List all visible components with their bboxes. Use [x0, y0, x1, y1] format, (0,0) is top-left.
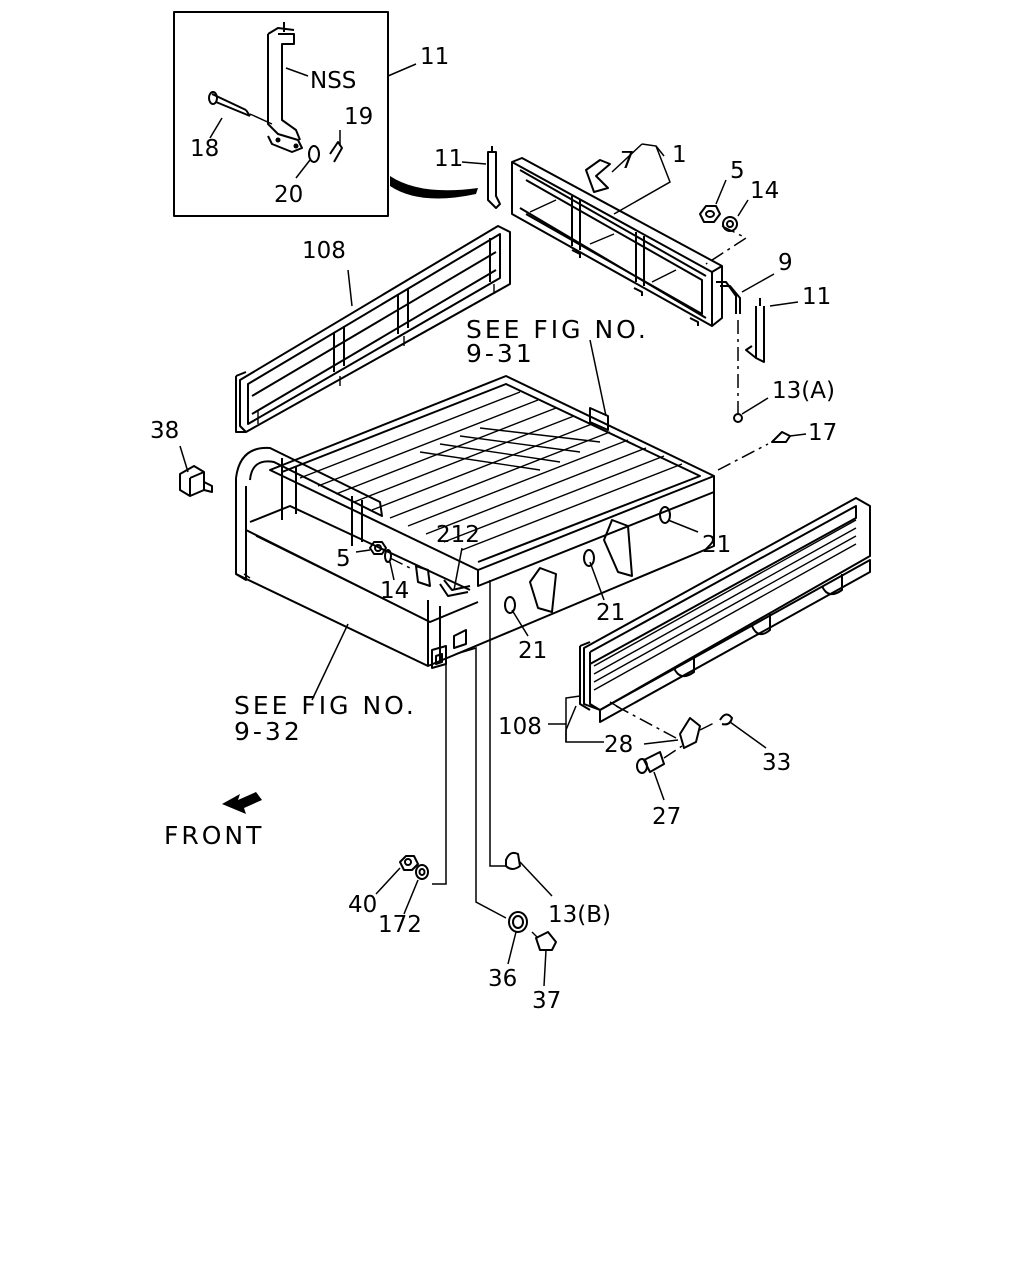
leader-lines: [179, 143, 807, 987]
callout-21-c: 21: [518, 638, 547, 664]
callout-38: 38: [150, 418, 179, 444]
callout-212: 212: [436, 522, 480, 548]
callout-108-top: 108: [302, 238, 346, 264]
callout-28: 28: [604, 732, 633, 758]
callout-nss: NSS: [310, 68, 356, 94]
callout-172: 172: [378, 912, 422, 938]
callout-13a: 13(A): [772, 378, 835, 404]
callout-7: 7: [620, 148, 635, 174]
callout-18: 18: [190, 136, 219, 162]
callout-5-top: 5: [730, 158, 745, 184]
callout-14-top: 14: [750, 178, 779, 204]
front-direction-arrow: [222, 792, 262, 814]
callout-36: 36: [488, 966, 517, 992]
callout-20: 20: [274, 182, 303, 208]
side-gate-right: [579, 497, 871, 723]
side-gate-top: [235, 225, 511, 433]
front-label: FRONT: [164, 821, 264, 850]
callout-40: 40: [348, 892, 377, 918]
callout-5-mid: 5: [336, 546, 351, 572]
gate-bracket-right: [733, 298, 765, 423]
deck-frame: [235, 375, 715, 669]
callout-37: 37: [532, 988, 561, 1014]
rubber-stopper: [771, 431, 791, 443]
callout-27: 27: [652, 804, 681, 830]
reference-fig-931-line1: SEE FIG NO.: [466, 315, 649, 344]
callout-21-a: 21: [702, 532, 731, 558]
callout-11-inset: 11: [420, 44, 449, 70]
bump-rubber: [179, 465, 213, 497]
callout-33: 33: [762, 750, 791, 776]
reference-fig-932-line1: SEE FIG NO.: [234, 691, 417, 720]
detail-pointer-arrow: [390, 176, 478, 199]
callout-19: 19: [344, 104, 373, 130]
callout-1: 1: [672, 142, 687, 168]
nut-and-washer-middle: [369, 541, 415, 571]
reference-fig-932-line2: 9-32: [234, 717, 303, 746]
callout-9: 9: [778, 250, 793, 276]
callout-17: 17: [808, 420, 837, 446]
lock-rod: [716, 281, 741, 314]
rear-gate: [511, 157, 723, 327]
reference-fig-931-line2: 9-31: [466, 339, 535, 368]
bushing-and-bolt: [508, 911, 557, 951]
nut-and-washer-top: [699, 205, 748, 265]
callout-14-mid: 14: [380, 578, 409, 604]
callout-11-right: 11: [802, 284, 831, 310]
clip-b: [505, 851, 521, 870]
callout-labels: 11 NSS 19 18 20 11 7 1 5 14 9 11 108 SEE…: [150, 44, 837, 1014]
gate-bracket-left: [487, 146, 501, 209]
callout-21-b: 21: [596, 600, 625, 626]
hinge-pin-set: [615, 705, 733, 774]
hinge-detail-inset: [173, 11, 417, 217]
callout-11-top: 11: [434, 146, 463, 172]
callout-13b: 13(B): [548, 902, 611, 928]
callout-108-side: 108: [498, 714, 542, 740]
nut-and-washer-lower: [399, 855, 429, 880]
